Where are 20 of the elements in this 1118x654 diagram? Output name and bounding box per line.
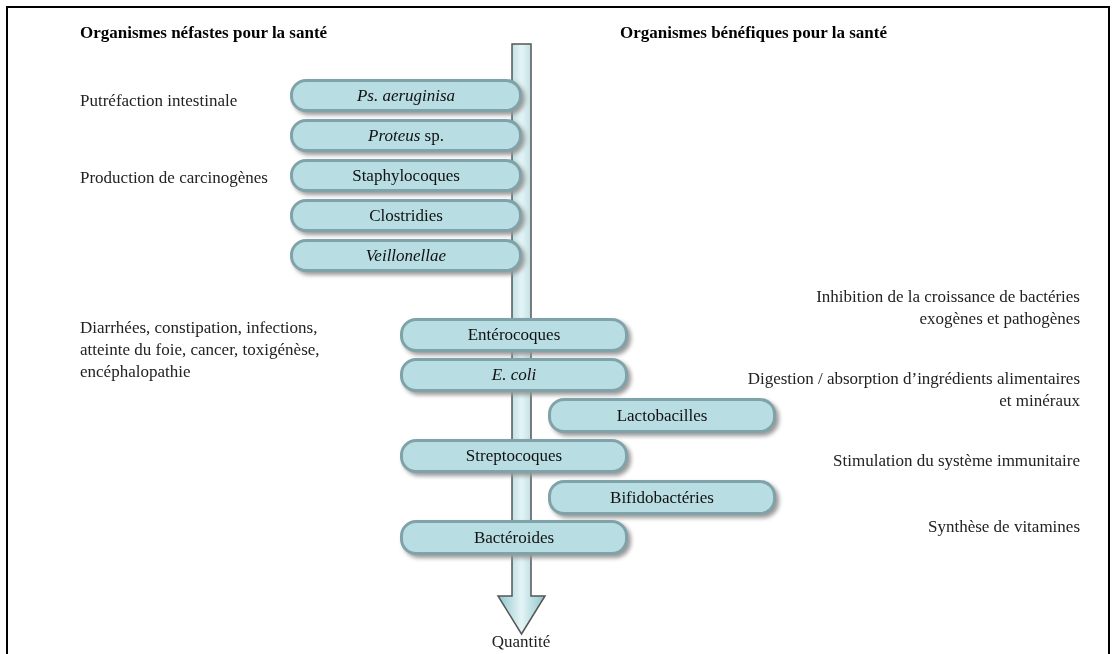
organism-box: Clostridies — [290, 199, 522, 232]
organism-box: E. coli — [400, 358, 628, 392]
effect-text: Diarrhées, constipation, infections, atteinte du foie, cancer, toxigénèse, encéphalopathie — [80, 317, 321, 383]
organism-box: Bifidobactéries — [548, 480, 776, 515]
effect-text: Synthèse de vitamines — [926, 516, 1080, 538]
organism-box: Lactobacilles — [548, 398, 776, 433]
organism-box: Bactéroides — [400, 520, 628, 555]
organism-box: Ps. aeruginisa — [290, 79, 522, 112]
effect-text: Inhibition de la croissance de bactéries exogènes et pathogènes — [815, 286, 1080, 330]
column-heading: Organismes néfastes pour la santé — [80, 22, 329, 44]
organism-box: Staphylocoques — [290, 159, 522, 192]
organism-box: Entérocoques — [400, 318, 628, 352]
organism-box: Veillonellae — [290, 239, 522, 272]
axis-label: Quantité — [490, 631, 552, 653]
effect-text: Production de carcinogènes — [80, 167, 269, 189]
effect-text: Stimulation du système immunitaire — [832, 450, 1080, 472]
effect-text: Putréfaction intestinale — [80, 90, 239, 112]
column-heading: Organismes bénéfiques pour la santé — [620, 22, 888, 44]
organism-box: Proteus sp. — [290, 119, 522, 152]
organism-box: Streptocoques — [400, 439, 628, 473]
